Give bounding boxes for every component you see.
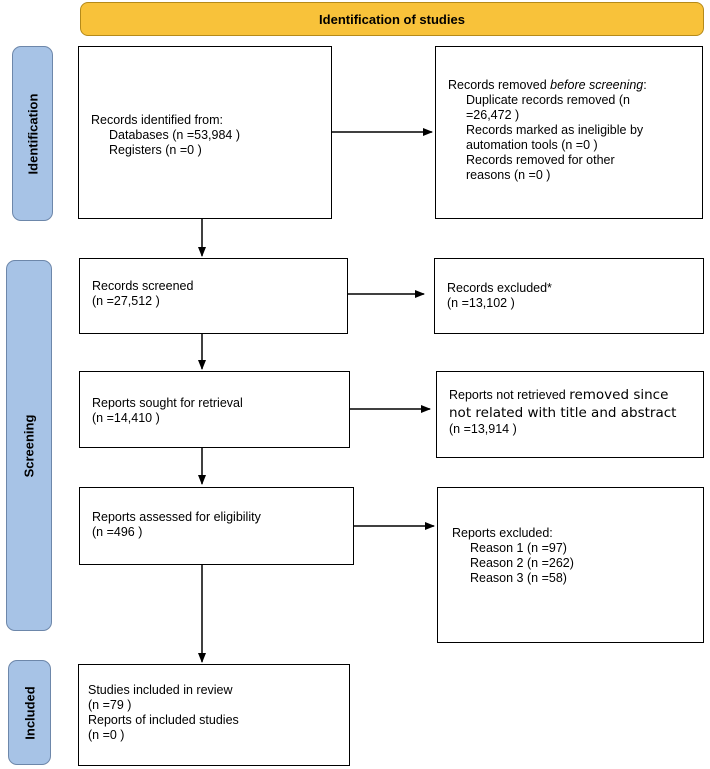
reports-assessed-box: Reports assessed for eligibility (n =496… — [79, 487, 354, 565]
duplicates-line-1: Duplicate records removed (n — [466, 93, 630, 107]
records-excluded-count: (n =13,102 ) — [447, 296, 515, 310]
reports-sought-title: Reports sought for retrieval — [92, 396, 243, 410]
records-excluded-box: Records excluded* (n =13,102 ) — [434, 258, 704, 334]
records-screened-title: Records screened — [92, 279, 194, 293]
other-reasons-line-2: reasons (n =0 ) — [466, 168, 551, 182]
records-removed-title: Records removed before screening: — [448, 78, 694, 93]
ineligible-line-1: Records marked as ineligible by — [466, 123, 644, 137]
reports-assessed-count: (n =496 ) — [92, 525, 143, 539]
phase-identification-label: Identification — [12, 46, 53, 221]
reason-1: Reason 1 (n =97) — [470, 541, 567, 555]
reports-excluded-title: Reports excluded: — [452, 526, 553, 540]
ineligible-line-2: automation tools (n =0 ) — [466, 138, 598, 152]
records-removed-box: Records removed before screening: Duplic… — [435, 46, 703, 219]
records-excluded-title: Records excluded* — [447, 281, 552, 295]
reports-not-retrieved-reason-1: removed since — [569, 387, 669, 403]
records-removed-title-prefix: Records removed — [448, 78, 551, 92]
records-removed-title-suffix: : — [643, 78, 647, 92]
studies-included-count: (n =79 ) — [88, 698, 132, 712]
reports-included-title: Reports of included studies — [88, 713, 239, 727]
header-title: Identification of studies — [319, 11, 465, 27]
registers-count: Registers (n =0 ) — [109, 143, 202, 157]
reports-not-retrieved-title-1: Reports not retrieved removed since — [449, 386, 695, 404]
other-reasons-line-1: Records removed for other — [466, 153, 615, 167]
reason-2: Reason 2 (n =262) — [470, 556, 574, 570]
reports-excluded-box: Reports excluded: Reason 1 (n =97) Reaso… — [437, 487, 704, 643]
reports-not-retrieved-reason-2: not related with title and abstract — [449, 405, 677, 421]
reports-included-count: (n =0 ) — [88, 728, 125, 742]
reason-3: Reason 3 (n =58) — [470, 571, 567, 585]
reports-not-retrieved-prefix: Reports not retrieved — [449, 388, 570, 402]
records-removed-title-italic: before screening — [550, 78, 644, 92]
header-identification-of-studies: Identification of studies — [80, 2, 704, 36]
duplicates-line-2: =26,472 ) — [466, 108, 520, 122]
records-screened-count: (n =27,512 ) — [92, 294, 160, 308]
reports-not-retrieved-count: (n =13,914 ) — [449, 422, 517, 436]
reports-not-retrieved-box: Reports not retrieved removed since not … — [436, 371, 704, 458]
records-identified-box: Records identified from: Databases (n =5… — [78, 46, 332, 219]
records-screened-box: Records screened (n =27,512 ) — [79, 258, 348, 334]
reports-sought-box: Reports sought for retrieval (n =14,410 … — [79, 371, 350, 448]
phase-screening-label: Screening — [6, 260, 52, 631]
databases-count: Databases (n =53,984 ) — [109, 128, 240, 142]
studies-included-title: Studies included in review — [88, 683, 233, 697]
reports-sought-count: (n =14,410 ) — [92, 411, 160, 425]
reports-assessed-title: Reports assessed for eligibility — [92, 510, 261, 524]
studies-included-box: Studies included in review (n =79 ) Repo… — [78, 664, 350, 766]
records-identified-title: Records identified from: — [91, 113, 224, 127]
phase-included-label: Included — [8, 660, 51, 765]
